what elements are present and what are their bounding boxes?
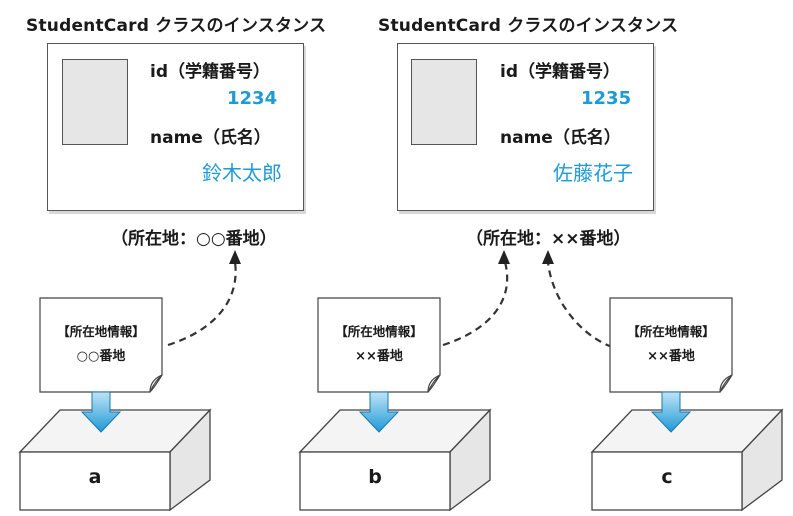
id-label: id（学籍番号） — [500, 62, 620, 82]
variable-label-b: b — [368, 466, 382, 488]
name-value: 佐藤花子 — [553, 161, 633, 185]
variable-box-a — [18, 408, 212, 512]
arrowhead-icon — [542, 250, 554, 264]
name-label: name（氏名） — [500, 128, 621, 148]
dashed-curved-arrow-icon — [546, 261, 613, 349]
arrowhead-icon — [229, 250, 241, 264]
id-value: 1235 — [581, 88, 632, 109]
name-label: name（氏名） — [150, 128, 271, 148]
note-value: ○○番地 — [76, 349, 126, 364]
arrowhead-icon — [498, 250, 510, 264]
note-title: 【所在地情報】 — [627, 324, 715, 339]
address-label: （所在地：○○番地） — [111, 229, 277, 249]
id-label: id（学籍番号） — [150, 62, 270, 82]
note-value: ××番地 — [647, 349, 695, 364]
photo-frame — [411, 59, 477, 145]
dashed-curved-arrow-icon — [442, 261, 509, 347]
address-label: （所在地：××番地） — [466, 229, 631, 249]
note-title: 【所在地情報】 — [335, 324, 423, 339]
instance-title: StudentCard クラスのインスタンス — [26, 16, 327, 36]
note-value: ××番地 — [355, 349, 403, 364]
id-value: 1234 — [227, 88, 278, 109]
dashed-curved-arrow-icon — [167, 261, 237, 347]
variable-box-b — [298, 408, 492, 512]
variable-label-c: c — [661, 466, 673, 488]
note-title: 【所在地情報】 — [57, 324, 145, 339]
down-arrow-icon — [80, 391, 122, 433]
name-value: 鈴木太郎 — [202, 161, 282, 185]
down-arrow-icon — [358, 391, 400, 433]
down-arrow-icon — [650, 391, 692, 433]
instance-title: StudentCard クラスのインスタンス — [378, 16, 679, 36]
variable-label-a: a — [88, 466, 102, 488]
variable-box-c — [590, 408, 784, 512]
photo-frame — [62, 59, 128, 145]
